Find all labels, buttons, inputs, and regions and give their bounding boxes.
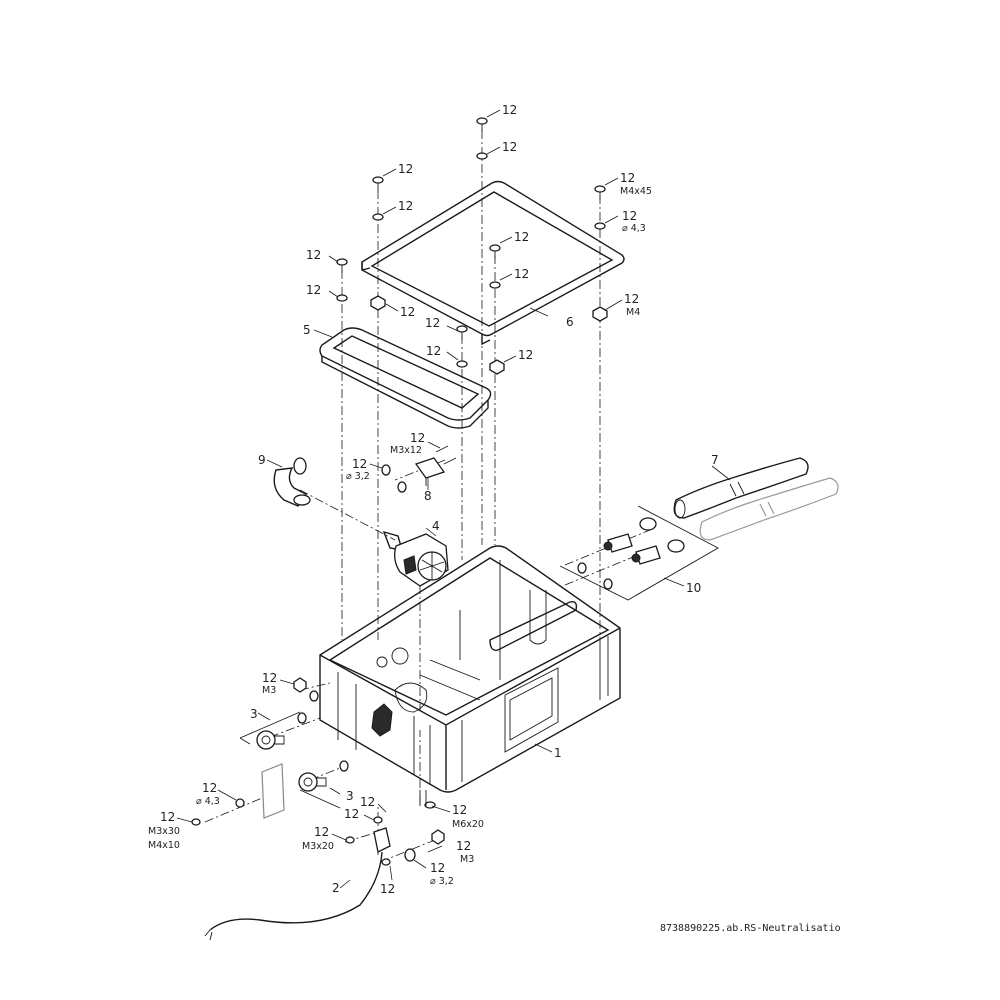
label-fastener: 12	[398, 199, 413, 213]
label-fastener: 12	[344, 807, 359, 821]
labels: 12 12 12 12 12 M4x45 12 ⌀ 4,3 12 M4 12 1…	[148, 103, 841, 934]
label-spec-m4x45: M4x45	[620, 186, 652, 197]
label-fastener: 12	[410, 431, 425, 445]
label-fastener: 12	[398, 162, 413, 176]
label-part-7: 7	[711, 453, 719, 467]
label-fastener: 12	[360, 795, 375, 809]
label-fastener: 12	[160, 810, 175, 824]
label-fastener: 12	[425, 316, 440, 330]
label-fastener: 12	[426, 344, 441, 358]
hose-ghost	[699, 477, 839, 541]
label-part-8: 8	[424, 489, 432, 503]
leader-lines	[176, 109, 731, 889]
label-part-3: 3	[346, 789, 354, 803]
label-fastener: 12	[202, 781, 217, 795]
assembly-axis-lines	[204, 130, 651, 863]
label-fastener: 12	[620, 171, 635, 185]
label-fastener: 12	[514, 230, 529, 244]
label-part-5: 5	[303, 323, 311, 337]
label-spec-m3x12: M3x12	[390, 445, 422, 456]
document-id: 8738890225.ab.RS-Neutralisatio	[660, 923, 841, 934]
elbow-part-9[interactable]	[273, 457, 311, 507]
connector-part-3-upper[interactable]	[239, 711, 301, 750]
label-fastener: 12	[306, 283, 321, 297]
fittings-part-10[interactable]	[559, 505, 719, 601]
small-frame-part-5[interactable]	[319, 327, 492, 429]
label-fastener: 12	[380, 882, 395, 896]
label-fastener: 12	[502, 103, 517, 117]
label-part-4: 4	[432, 519, 440, 533]
fastener-shapes	[191, 117, 608, 866]
hose-part-7[interactable]	[673, 457, 809, 519]
label-spec-m4: M4	[626, 307, 640, 318]
label-spec-m4x10: M4x10	[148, 840, 180, 851]
label-part-2: 2	[332, 881, 340, 895]
label-fastener: 12	[352, 457, 367, 471]
label-fastener: 12	[452, 803, 467, 817]
label-fastener: 12	[502, 140, 517, 154]
tank-part-1[interactable]	[319, 545, 621, 793]
label-spec-m3x20: M3x20	[302, 841, 334, 852]
label-fastener: 12	[456, 839, 471, 853]
label-part-10: 10	[686, 581, 701, 595]
label-fastener: 12	[514, 267, 529, 281]
connector-part-3-lower[interactable]	[298, 772, 341, 809]
cable-part-2[interactable]	[204, 827, 391, 941]
label-spec-diameter: ⌀ 4,3	[196, 796, 220, 807]
label-fastener: 12	[306, 248, 321, 262]
pump-part-4[interactable]	[382, 530, 449, 587]
label-fastener: 12	[430, 861, 445, 875]
label-spec-m6x20: M6x20	[452, 819, 484, 830]
label-spec-m3x30: M3x30	[148, 826, 180, 837]
label-fastener: 12	[400, 305, 415, 319]
label-fastener: 12	[262, 671, 277, 685]
bracket-part-8[interactable]	[414, 457, 446, 486]
label-fastener: 12	[518, 348, 533, 362]
label-fastener: 12	[624, 292, 639, 306]
label-spec-diameter: ⌀ 3,2	[430, 876, 454, 887]
label-spec-m3: M3	[262, 685, 276, 696]
cover-plate	[261, 763, 285, 819]
label-fastener: 12	[622, 209, 637, 223]
label-spec-diameter: ⌀ 3,2	[346, 471, 370, 482]
top-frame-part-6[interactable]	[361, 180, 625, 346]
label-part-1: 1	[554, 746, 562, 760]
label-fastener: 12	[314, 825, 329, 839]
label-spec-diameter: ⌀ 4,3	[622, 223, 646, 234]
label-part-9: 9	[258, 453, 266, 467]
label-part-6: 6	[566, 315, 574, 329]
label-spec-m3: M3	[460, 854, 474, 865]
label-part-3: 3	[250, 707, 258, 721]
